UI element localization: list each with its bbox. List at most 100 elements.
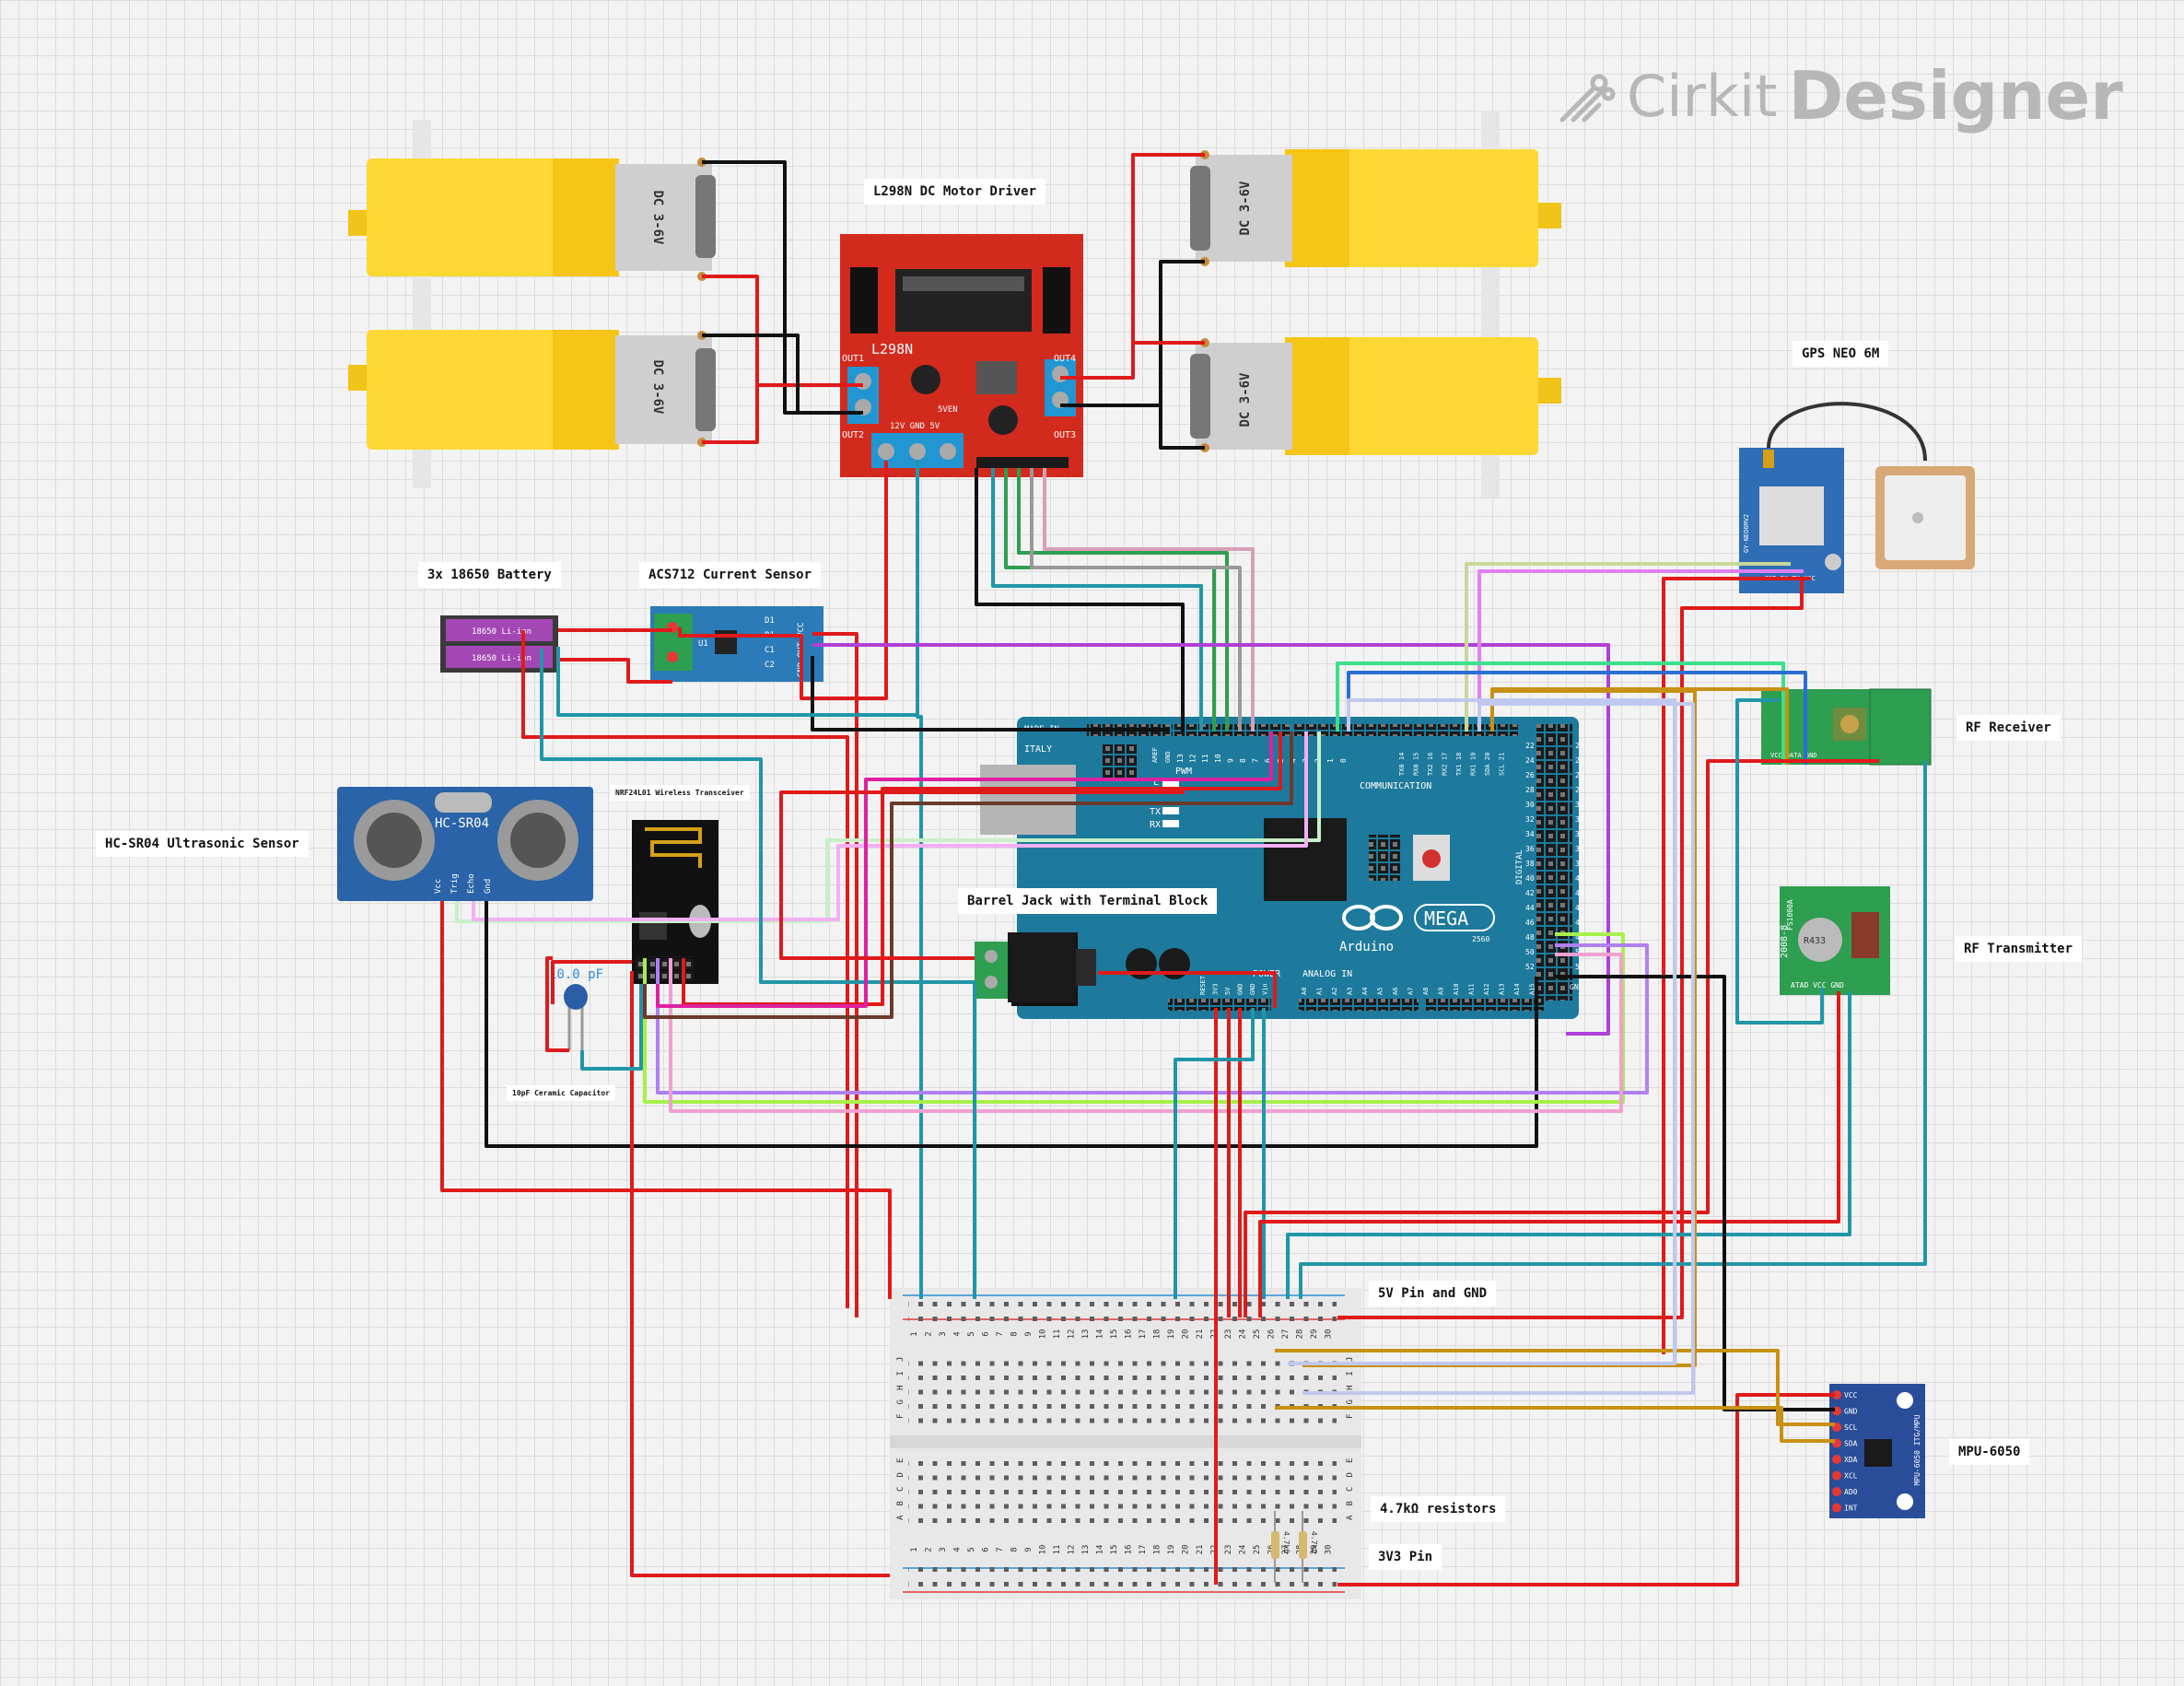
breadboard-row-label: J [896, 1357, 905, 1362]
breadboard-col-label: 3 [939, 1547, 948, 1551]
breadboard-col-label: 23 [1224, 1329, 1233, 1340]
mpu-pin-label: VCC [1844, 1391, 1858, 1399]
wire-12v [678, 461, 888, 700]
wire-vin [1098, 971, 1277, 1008]
arduino-tx: TX [1150, 807, 1161, 817]
breadboard-col-label: 1 [910, 1547, 919, 1551]
battery-pack[interactable]: 18650 Li-ion 18650 Li-ion [440, 615, 558, 673]
wire-enable-5 [1030, 468, 1242, 732]
arduino-gnd-top: GND [1164, 751, 1172, 763]
digital-pin-label-right: 30 [1575, 801, 1584, 809]
digital-pin-label: 22 [1525, 742, 1535, 750]
wire-enable-4 [1017, 468, 1229, 732]
mpu-pin-dot[interactable] [1832, 1503, 1841, 1513]
motor-text: DC 3-6V [650, 190, 665, 245]
digital-pin-label: 36 [1525, 845, 1535, 853]
acs712-sensor[interactable]: U1 D1 R1 C1 C2 GND OUT VCC [650, 606, 823, 682]
mpu-pin-label: GND [1844, 1408, 1858, 1416]
comm-pin-label: TX0 14 [1398, 753, 1406, 776]
breadboard-row-label: D [1346, 1472, 1355, 1477]
mpu-pin-dot[interactable] [1832, 1455, 1841, 1464]
rf-receiver[interactable]: VCC DATA GND [1761, 688, 1932, 766]
mpu-pin-dot[interactable] [1832, 1390, 1841, 1399]
wire-rx-blue-bb [1288, 698, 1676, 1365]
resistor-1-value: 4.7kΩ [1282, 1531, 1291, 1553]
power-pin-label: GND [1249, 983, 1256, 995]
analog-pin-label: A1 [1316, 988, 1324, 995]
label-battery: 3x 18650 Battery [418, 562, 561, 588]
breadboard-col-label: 29 [1310, 1329, 1319, 1340]
hcsr04-pin-gnd: Gnd [484, 879, 493, 894]
breadboard-col-label: 27 [1281, 1545, 1291, 1555]
motor-bottom-left[interactable]: DC 3-6V [348, 330, 716, 450]
pwm-pin-label: 6 [1264, 758, 1272, 763]
breadboard-col-label: 8 [1010, 1547, 1020, 1551]
breadboard-col-label: 16 [1125, 1329, 1134, 1340]
breadboard-row-label: E [896, 1458, 905, 1463]
gps-neo6m[interactable]: GY-NEO6MV2 GND RX TX VCC [1739, 402, 1975, 593]
breadboard-row-label: G [1346, 1399, 1355, 1404]
wire-nrf-6 [656, 732, 1273, 1008]
resistor-2[interactable]: 4.7kΩ [1299, 1511, 1318, 1583]
digital-pin-label-right: 52 [1575, 963, 1584, 971]
ceramic-capacitor[interactable]: 10.0 pF [549, 967, 603, 1050]
digital-pin-label: 40 [1525, 874, 1535, 883]
breadboard-col-label: 3 [939, 1331, 948, 1336]
label-l298n: L298N DC Motor Driver [864, 179, 1046, 205]
wire-barrel-red [779, 790, 1185, 960]
l298n-driver[interactable]: L298N OUT1 OUT2 OUT4 OUT3 12V GND 5V 5VE… [840, 234, 1083, 477]
barrel-jack[interactable] [975, 932, 1096, 1002]
analog-pin-label: A5 [1377, 988, 1384, 995]
gps-module-text: GY-NEO6MV2 [1743, 514, 1750, 553]
breadboard-col-label: 25 [1253, 1545, 1262, 1555]
digital-pin-label-right: 26 [1575, 771, 1584, 779]
breadboard-row-label: I [1346, 1371, 1355, 1376]
wire-nrf-8 [630, 971, 890, 1577]
breadboard-col-label: 29 [1310, 1545, 1319, 1555]
mpu-pin-label: XDA [1844, 1456, 1858, 1464]
breadboard-col-label: 2 [925, 1547, 934, 1551]
breadboard-col-label: 10 [1039, 1329, 1048, 1340]
mpu-pin-dot[interactable] [1832, 1470, 1841, 1481]
wire-motor-tr-red [1060, 153, 1205, 380]
breadboard-col-label: 15 [1110, 1545, 1119, 1555]
motor-text: DC 3-6V [1238, 181, 1253, 236]
breadboard-col-label: 4 [953, 1331, 963, 1336]
motor-bottom-right[interactable]: DC 3-6V [1190, 337, 1561, 455]
comm-pin-label: SCL 21 [1499, 753, 1506, 776]
mpu-pin-dot[interactable] [1832, 1487, 1841, 1496]
breadboard-col-label: 25 [1253, 1329, 1262, 1340]
wire-motor-tl-red [702, 275, 863, 387]
analog-pin-label: A13 [1499, 983, 1506, 995]
digital-pin-label: 30 [1525, 801, 1535, 809]
breadboard-row-label: C [1346, 1487, 1355, 1492]
analog-pin-label: A15 [1529, 983, 1536, 995]
analog-pin-label: A0 [1301, 988, 1308, 995]
digital-pin-label-right: 22 [1575, 742, 1584, 750]
rf-transmitter[interactable]: R433 FS1000A 2008-8 ATAD VCC GND [1780, 886, 1890, 995]
motor-top-left[interactable]: DC 3-6V [348, 120, 716, 488]
arduino-italy: ITALY [1024, 744, 1052, 755]
digital-pin-label-right: 38 [1575, 860, 1584, 868]
digital-pin-label: 26 [1525, 771, 1535, 779]
rf-receiver-pins: VCC DATA GND [1770, 752, 1817, 759]
power-pin-label: Vin [1262, 983, 1269, 995]
analog-pin-label: A10 [1453, 983, 1460, 995]
arduino-analog: ANALOG IN [1302, 969, 1352, 979]
breadboard-col-label: 30 [1325, 1329, 1334, 1340]
breadboard-col-label: 19 [1167, 1545, 1176, 1555]
wire-acs-gnd [811, 656, 1170, 732]
breadboard-col-label: 13 [1081, 1545, 1091, 1555]
rf-transmitter-side: 2008-8 [1780, 925, 1790, 958]
resistor-1[interactable]: 4.7kΩ [1271, 1511, 1291, 1583]
breadboard-row-label: D [896, 1472, 905, 1477]
arduino-pwm: PWM [1175, 767, 1192, 777]
hcsr04-sensor[interactable]: HC-SR04 Vcc Trig Echo Gnd [337, 787, 593, 901]
pwm-pin-label: 10 [1214, 754, 1222, 763]
breadboard-col-label: 24 [1239, 1329, 1248, 1340]
